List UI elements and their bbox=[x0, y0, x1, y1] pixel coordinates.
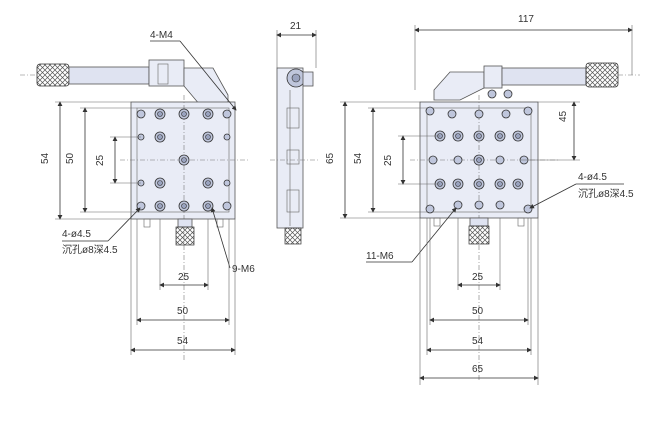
label-9-m6: 9-M6 bbox=[232, 264, 255, 275]
dim-54-horizontal: 54 bbox=[177, 336, 189, 347]
hole-grid-right bbox=[425, 106, 533, 214]
dim-50-vertical: 50 bbox=[65, 152, 76, 164]
label-hole-dia-left: 4-ø4.5 bbox=[62, 229, 91, 240]
hole-grid-left bbox=[136, 108, 232, 212]
dim-54-vertical: 54 bbox=[40, 152, 51, 164]
dim-65-horizontal-right: 65 bbox=[472, 364, 484, 375]
label-11-m6: 11-M6 bbox=[366, 251, 394, 262]
label-counterbore-right: 沉孔ø8深4.5 bbox=[578, 187, 634, 200]
dim-65-vertical: 65 bbox=[325, 152, 336, 164]
dim-25-vertical: 25 bbox=[95, 154, 106, 166]
dim-25-horizontal: 25 bbox=[178, 272, 190, 283]
view-left-stage: 54 50 25 4-M4 4-ø4.5 沉孔ø8深4.5 9-M6 25 50 bbox=[20, 30, 255, 360]
dim-50-horizontal: 50 bbox=[177, 306, 189, 317]
dim-25-vertical-right: 25 bbox=[383, 154, 394, 166]
dim-54-horizontal-right: 54 bbox=[472, 336, 484, 347]
dim-50-horizontal-right: 50 bbox=[472, 306, 484, 317]
dim-117: 117 bbox=[518, 14, 534, 25]
dim-21-side: 21 bbox=[290, 21, 302, 32]
label-4-m4: 4-M4 bbox=[150, 30, 173, 41]
view-side-stage: 21 bbox=[270, 21, 320, 245]
micrometer-head-left bbox=[20, 59, 229, 106]
dim-54-vertical-right: 54 bbox=[353, 152, 364, 164]
micrometer-head-right bbox=[433, 62, 640, 101]
dim-25-horizontal-right: 25 bbox=[472, 272, 484, 283]
dim-45: 45 bbox=[558, 110, 569, 122]
label-hole-dia-right: 4-ø4.5 bbox=[578, 172, 607, 183]
view-right-stage: 117 bbox=[325, 14, 640, 385]
label-counterbore-left: 沉孔ø8深4.5 bbox=[62, 243, 118, 256]
